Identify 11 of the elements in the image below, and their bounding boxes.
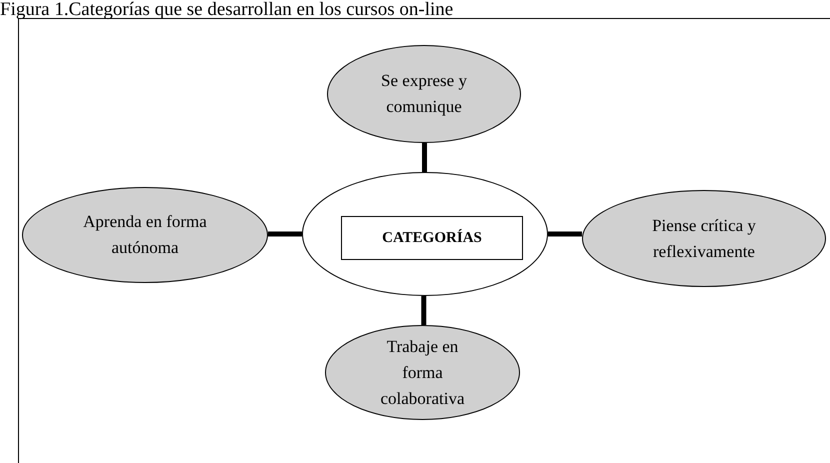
node-text: Piense crítica y reflexivamente	[651, 214, 757, 262]
connector-line	[268, 232, 302, 236]
node-text: CATEGORÍAS	[382, 228, 482, 248]
connector-line	[421, 296, 426, 325]
connector-line	[548, 232, 582, 236]
node-text: Trabaje en forma colaborativa	[379, 336, 466, 410]
label-box	[341, 216, 523, 260]
node-text: Aprenda en forma autónoma	[82, 211, 208, 259]
node-text: Se exprese y comunique	[380, 70, 468, 118]
figure-title: Figura 1.Categorías que se desarrollan en los cursos on-line	[0, 0, 454, 19]
connector-line	[422, 143, 427, 172]
